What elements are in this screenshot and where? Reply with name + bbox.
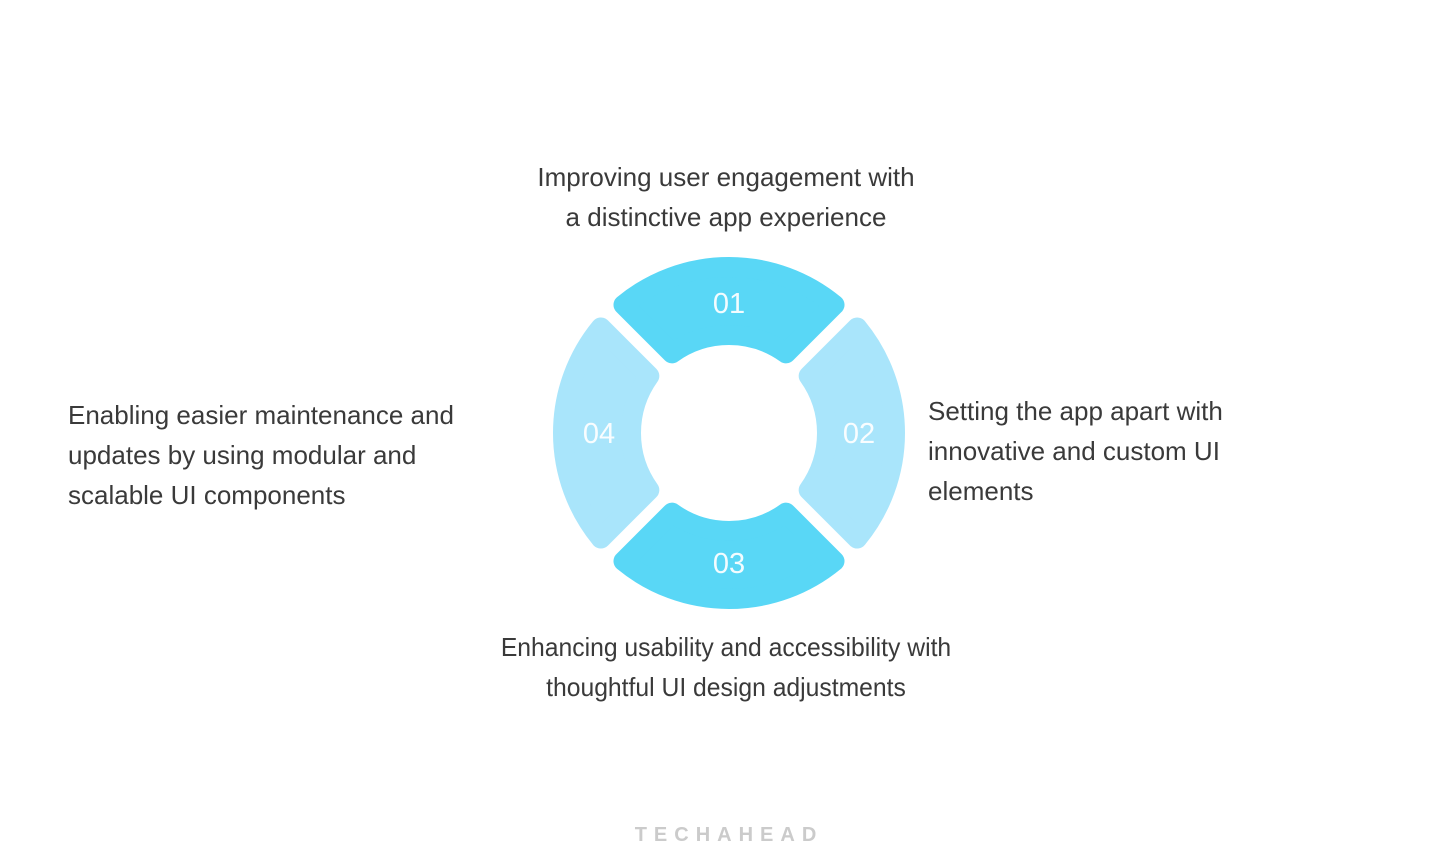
label-left-line-3: scalable UI components <box>68 480 346 510</box>
ring-segment-02 <box>798 317 905 549</box>
segment-number-03: 03 <box>713 548 745 580</box>
label-top-line-2: a distinctive app experience <box>565 202 887 232</box>
ring-segment-01 <box>613 257 845 364</box>
label-left-line-1: Enabling easier maintenance and <box>68 400 454 430</box>
techahead-watermark-logo: TECHAHEAD <box>634 824 824 846</box>
segment-number-01: 01 <box>713 288 745 320</box>
ring-segment-03 <box>613 502 845 609</box>
label-right-line-3: elements <box>928 476 1034 506</box>
label-bottom: Enhancing usability and accessibility wi… <box>501 627 951 707</box>
ring-segment-04 <box>553 317 660 549</box>
ring-diagram: 01 02 03 04 <box>553 257 905 609</box>
segment-number-02: 02 <box>843 418 875 450</box>
label-top-line-1: Improving user engagement with <box>537 162 915 192</box>
label-right: Setting the app apart with innovative an… <box>928 391 1223 511</box>
label-left-line-2: updates by using modular and <box>68 440 417 470</box>
segment-number-04: 04 <box>583 418 615 450</box>
label-bottom-line-1: Enhancing usability and accessibility wi… <box>500 632 952 662</box>
label-right-line-2: innovative and custom UI <box>928 436 1220 466</box>
label-bottom-line-2: thoughtful UI design adjustments <box>546 672 906 702</box>
label-left: Enabling easier maintenance and updates … <box>68 395 454 515</box>
label-top: Improving user engagement with a distinc… <box>537 157 914 237</box>
label-right-line-1: Setting the app apart with <box>928 396 1223 426</box>
